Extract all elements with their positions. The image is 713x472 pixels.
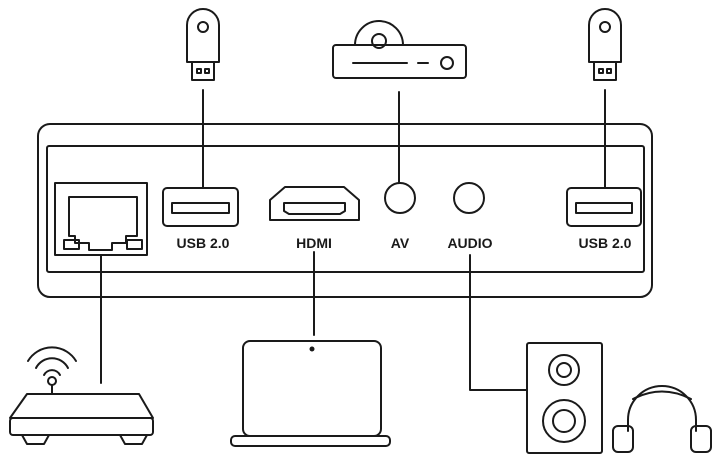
speaker-icon xyxy=(527,343,602,453)
av-label: AV xyxy=(391,235,410,251)
wifi-router-icon xyxy=(10,347,153,444)
usb-stick-icon xyxy=(187,9,219,80)
hdmi-label: HDMI xyxy=(296,235,332,251)
usb-left-label: USB 2.0 xyxy=(177,235,230,251)
usb-port-right xyxy=(567,188,641,226)
audio-label: AUDIO xyxy=(447,235,492,251)
usb-stick-icon xyxy=(589,9,621,80)
audio-jack xyxy=(454,183,484,213)
projector-icon xyxy=(333,21,466,78)
headphones-icon xyxy=(613,386,711,452)
laptop-icon xyxy=(231,341,390,446)
ethernet-port xyxy=(55,183,147,255)
hdmi-port xyxy=(270,187,359,220)
laptop-camera xyxy=(310,347,315,352)
usb-port-left xyxy=(163,188,238,226)
usb-right-label: USB 2.0 xyxy=(579,235,632,251)
av-jack xyxy=(385,183,415,213)
